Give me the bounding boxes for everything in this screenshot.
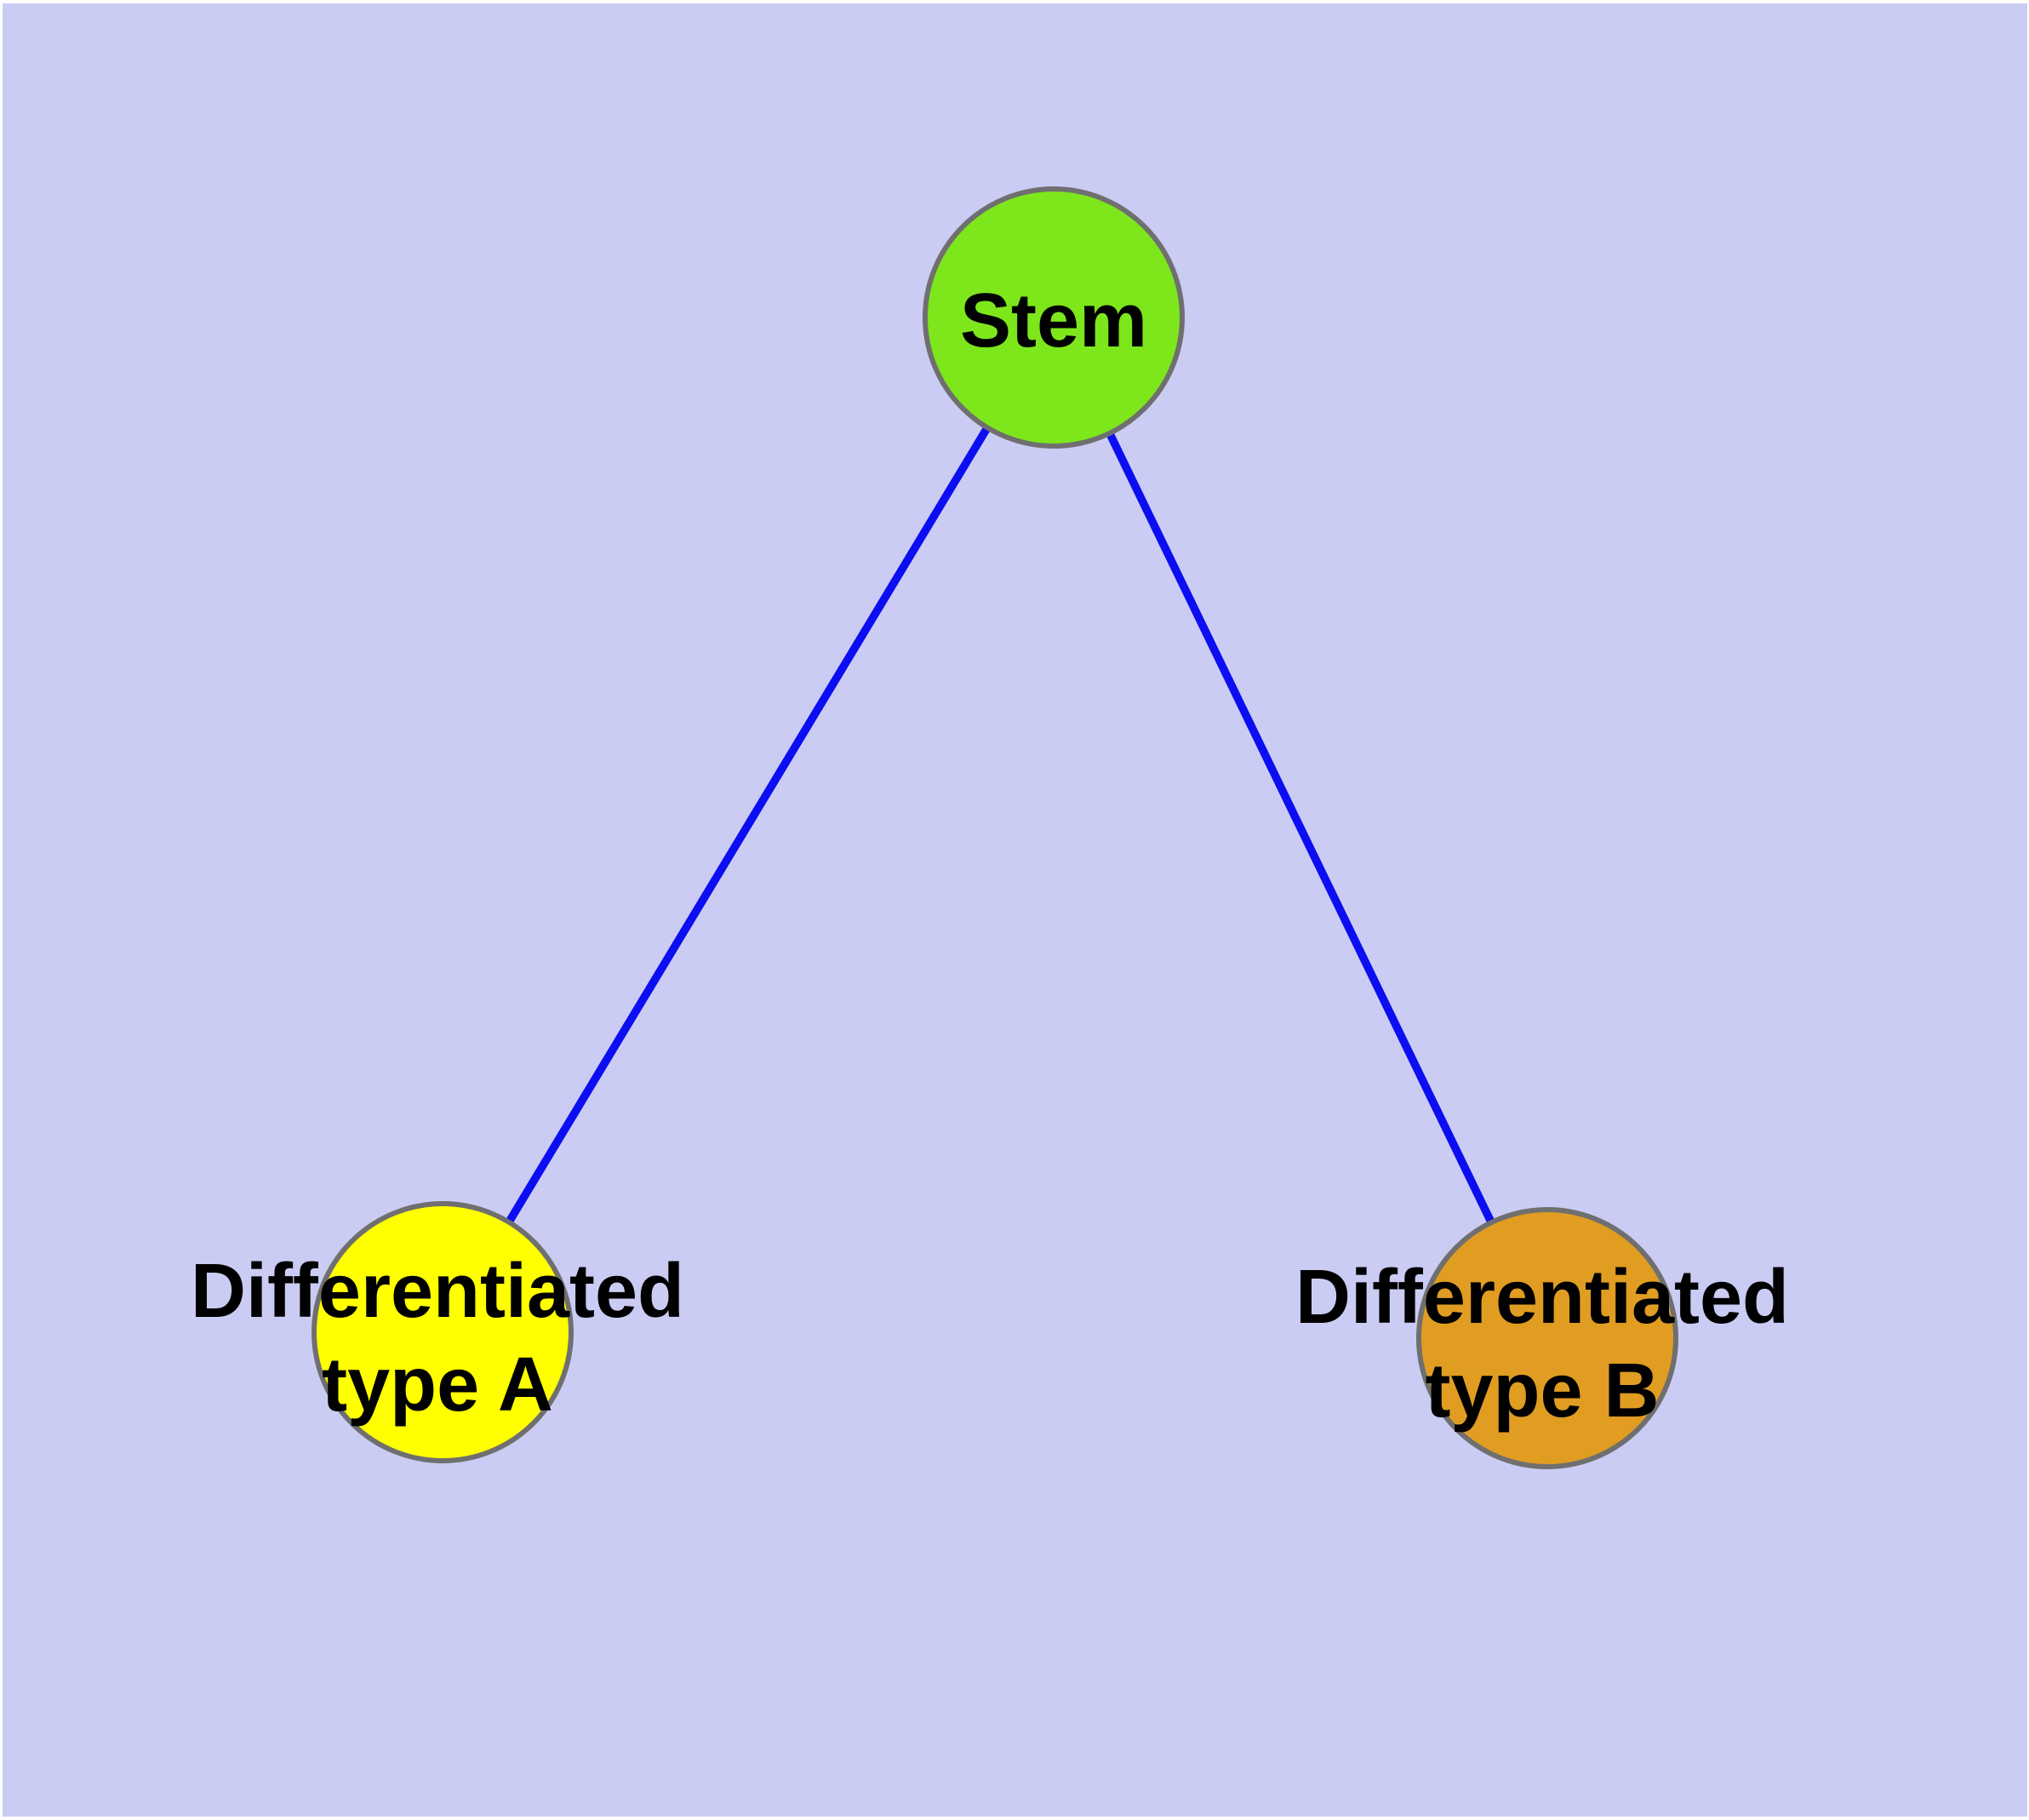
edge-stem-to-type-a [438,315,1058,1335]
differentiated-type-b-label-line1: Differentiated [1295,1255,1789,1340]
differentiated-type-a-node-circle [311,1201,574,1463]
differentiated-type-b-node-circle [1416,1207,1678,1469]
differentiated-type-a-label-line1: Differentiated [191,1249,684,1334]
stem-node-label: Stem [960,278,1147,363]
differentiated-type-a-label-line2: type A [322,1342,553,1428]
differentiated-type-b-label-line2: type B [1425,1348,1659,1434]
stem-node-circle [923,186,1185,449]
edge-stem-to-type-b [1049,315,1552,1341]
